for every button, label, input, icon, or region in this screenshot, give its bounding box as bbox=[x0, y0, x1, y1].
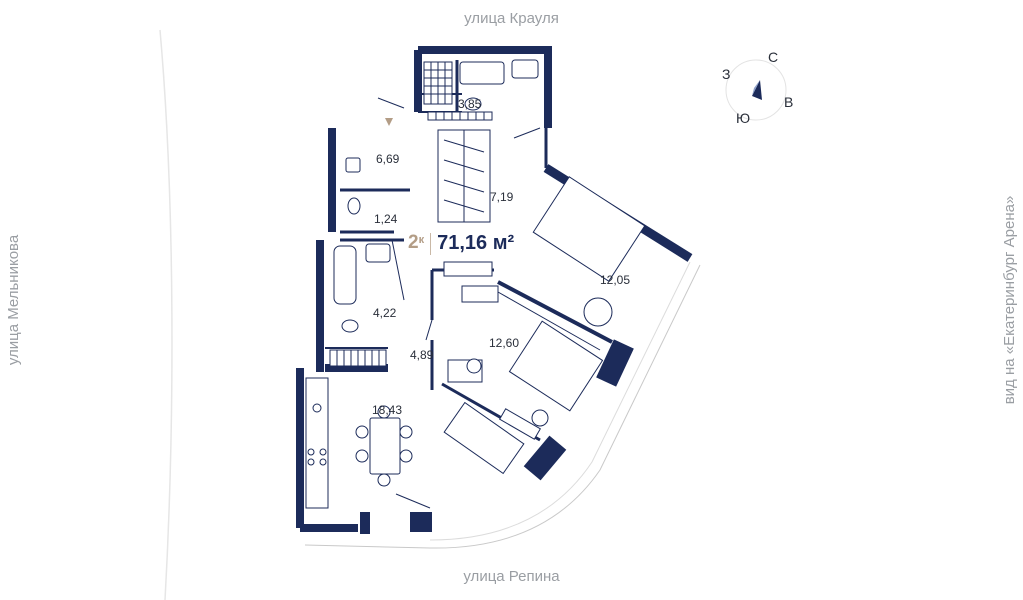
room-area-bedroom-2: 12,60 bbox=[489, 336, 520, 350]
apartment-summary: 2 к 71,16 м² bbox=[408, 232, 514, 255]
walls bbox=[296, 46, 693, 532]
tile-hatch bbox=[329, 61, 493, 367]
rooms-suffix: к bbox=[418, 234, 425, 246]
structural-columns bbox=[360, 339, 634, 534]
wardrobe bbox=[437, 129, 491, 223]
compass-west: З bbox=[722, 66, 731, 82]
room-area-bathroom-2: 4,22 bbox=[373, 306, 397, 320]
room-area-storage: 6,69 bbox=[376, 152, 400, 166]
street-bottom: улица Репина bbox=[463, 568, 560, 585]
compass-icon bbox=[725, 59, 787, 121]
balcony-outline-inner bbox=[429, 261, 691, 541]
total-area: 71,16 м² bbox=[437, 232, 515, 254]
site-boundary bbox=[159, 29, 173, 600]
room-area-bedroom-1: 12,05 bbox=[600, 273, 631, 287]
compass: С З В Ю bbox=[722, 49, 802, 130]
room-area-toilet: 1,24 bbox=[374, 212, 398, 226]
bedroom-1-furniture bbox=[443, 176, 646, 327]
compass-east: В bbox=[784, 94, 794, 110]
kitchen-furniture bbox=[305, 377, 525, 509]
room-area-kitchen-living: 18,43 bbox=[372, 403, 403, 417]
balcony-outline bbox=[304, 264, 701, 549]
summary-divider bbox=[430, 233, 432, 255]
compass-south: Ю bbox=[736, 110, 751, 126]
room-area-hallway: 7,19 bbox=[490, 190, 514, 204]
fixtures bbox=[333, 59, 539, 333]
doors bbox=[377, 97, 541, 341]
rooms-count: 2 bbox=[408, 232, 419, 253]
street-top: улица Крауля bbox=[464, 10, 559, 27]
entrance-marker bbox=[385, 118, 393, 126]
room-area-bathroom-1: 3,85 bbox=[458, 97, 482, 111]
compass-north: С bbox=[768, 49, 779, 65]
bedroom-2-furniture bbox=[447, 320, 604, 440]
room-area-corridor: 4,89 bbox=[410, 348, 434, 362]
